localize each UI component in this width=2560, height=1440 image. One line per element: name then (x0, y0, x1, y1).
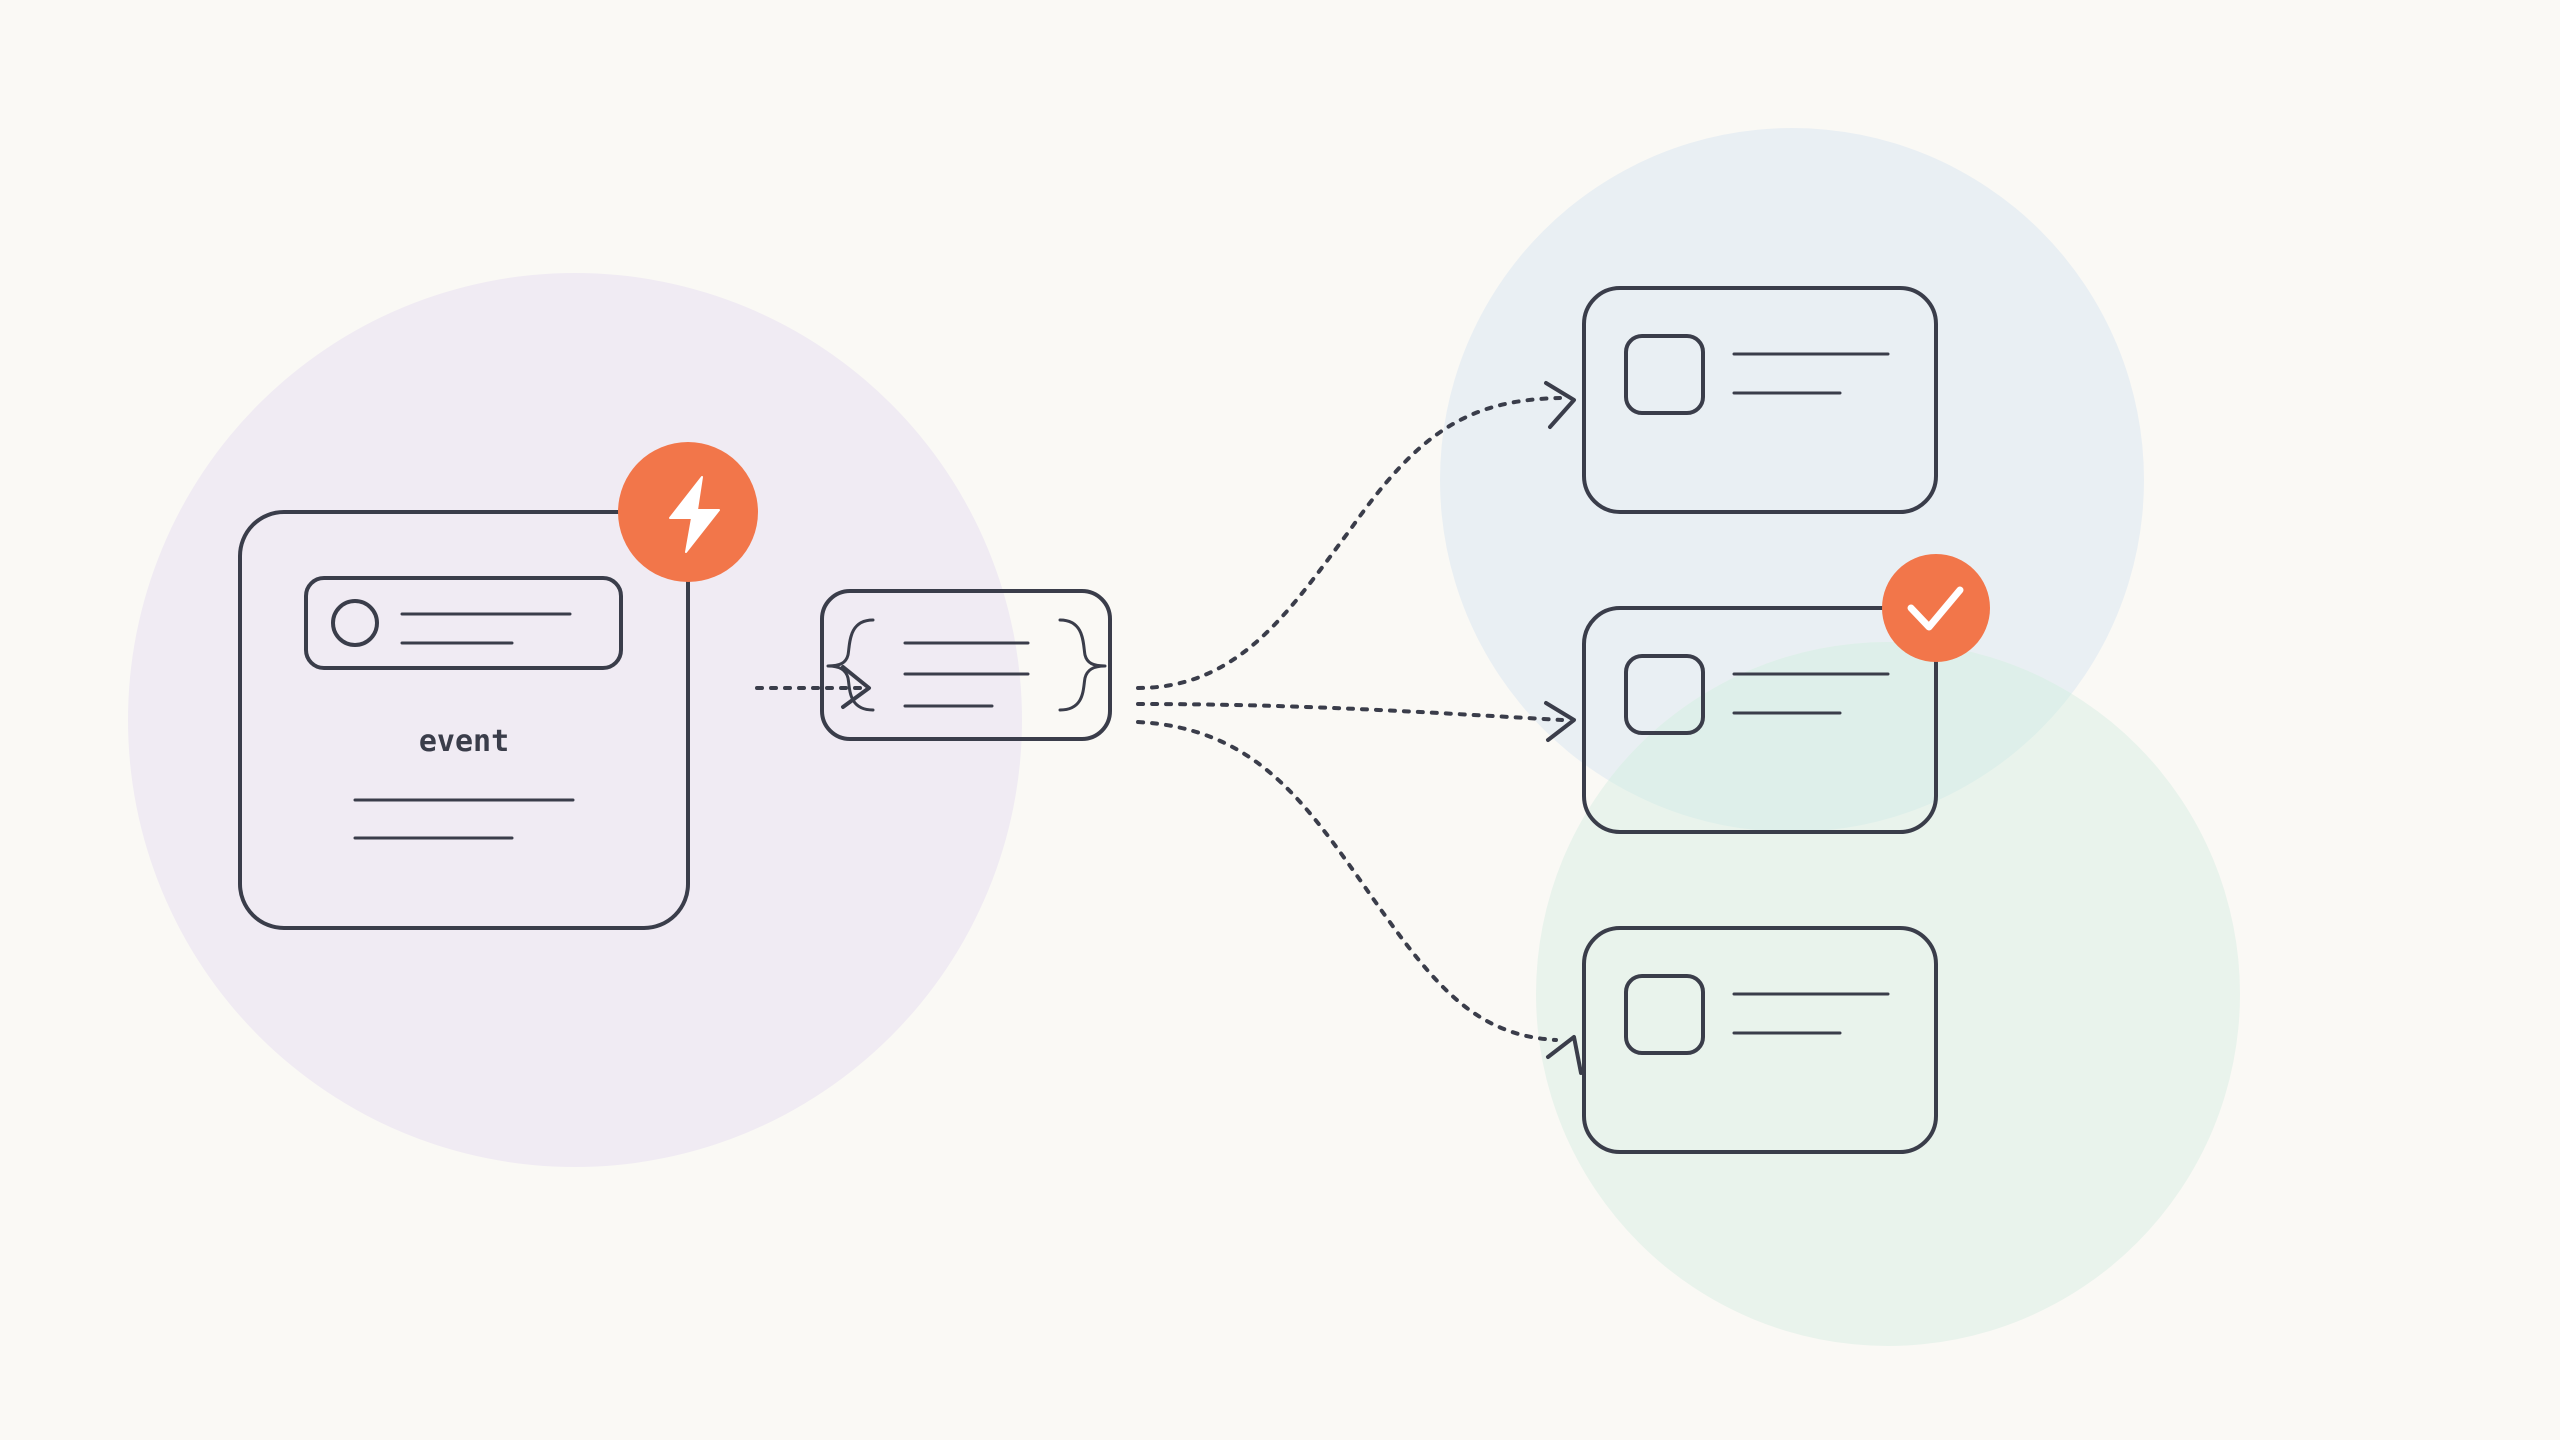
source-card-header (304, 576, 623, 670)
arrow-payload-to-target-3 (1136, 720, 1583, 1075)
target-card-1 (1582, 286, 1938, 514)
source-bubble (128, 273, 1022, 1167)
event-label: event (419, 724, 509, 759)
arrow-source-to-payload (755, 665, 871, 709)
curly-braces-icon (826, 618, 1107, 712)
lightning-bolt-icon (669, 476, 720, 553)
target-card-3 (1582, 926, 1938, 1154)
success-badge (1882, 554, 1990, 662)
arrow-payload-to-target-2 (1136, 701, 1576, 742)
checkmark-icon (1907, 586, 1964, 631)
thumbnail-square-icon (1624, 334, 1705, 415)
target-card-2 (1582, 606, 1938, 834)
thumbnail-square-icon (1624, 974, 1705, 1055)
arrow-payload-to-target-1 (1136, 381, 1576, 690)
avatar-circle-icon (331, 599, 379, 647)
lightning-badge (618, 442, 758, 582)
thumbnail-square-icon (1624, 654, 1705, 735)
payload-card (820, 589, 1112, 741)
source-event-card (238, 510, 690, 930)
